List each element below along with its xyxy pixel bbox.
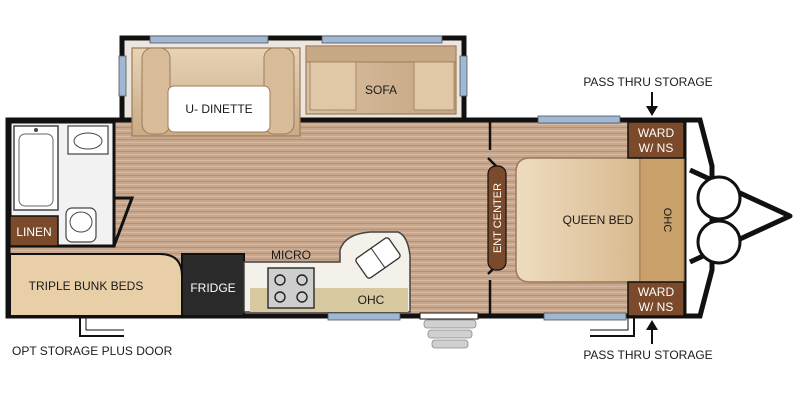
step-icon — [423, 319, 477, 329]
wardrobe-bottom: WARD W/ NS — [627, 281, 685, 317]
fridge: FRIDGE — [181, 253, 245, 317]
opt-storage-door-outline — [79, 318, 124, 337]
window — [327, 312, 401, 321]
ohc-kitchen-label: OHC — [358, 293, 385, 307]
pass-thru-bottom-label: PASS THRU STORAGE — [583, 348, 712, 362]
ohc-bedroom: OHC — [639, 155, 685, 285]
ohc-bedroom-label: OHC — [661, 208, 673, 233]
ward-bottom-label-1: WARD — [638, 285, 675, 299]
ward-top-label-2: W/ NS — [639, 141, 674, 155]
linen-closet — [9, 215, 59, 247]
bathroom: LINEN — [8, 120, 135, 248]
ward-top-label-1: WARD — [638, 126, 675, 140]
cooktop-icon — [267, 267, 315, 309]
propane-tank-icon — [696, 175, 742, 221]
wardrobe-top: WARD W/ NS — [627, 121, 685, 159]
triple-bunk-beds: TRIPLE BUNK BEDS — [9, 253, 183, 317]
u-dinette: U- DINETTE — [131, 47, 301, 137]
sofa-label: SOFA — [365, 83, 397, 97]
entertainment-center: ENT CENTER — [487, 120, 507, 316]
window — [118, 55, 127, 97]
window — [537, 115, 621, 124]
ent-center-label: ENT CENTER — [492, 183, 504, 253]
window — [543, 312, 627, 321]
dinette-table — [167, 85, 271, 133]
step-icon — [427, 329, 473, 339]
arrow-down-icon — [646, 106, 658, 116]
kitchen-counter: OHC MICRO — [243, 231, 411, 313]
queen-bed-label: QUEEN BED — [563, 213, 634, 227]
triple-bunk-label: TRIPLE BUNK BEDS — [29, 279, 144, 293]
fridge-label: FRIDGE — [190, 281, 235, 295]
hitch — [688, 167, 793, 265]
dinette-label: U- DINETTE — [185, 102, 252, 116]
window — [459, 55, 468, 97]
micro-label: MICRO — [271, 248, 311, 262]
kitchen-sink-icon — [355, 237, 401, 279]
pass-thru-top-label: PASS THRU STORAGE — [583, 75, 712, 89]
linen-label: LINEN — [16, 225, 51, 239]
opt-storage-label: OPT STORAGE PLUS DOOR — [12, 344, 173, 358]
window — [321, 35, 443, 44]
arrow-up-icon — [646, 320, 658, 330]
window — [149, 35, 269, 44]
ward-bottom-label-2: W/ NS — [639, 300, 674, 314]
pass-thru-door-outline — [590, 318, 635, 337]
propane-tank-icon — [696, 219, 742, 265]
sofa: SOFA — [305, 45, 457, 115]
bathtub-icon — [13, 125, 59, 211]
entry-door — [419, 312, 479, 349]
step-icon — [431, 339, 469, 349]
queen-bed: QUEEN BED — [515, 157, 641, 283]
